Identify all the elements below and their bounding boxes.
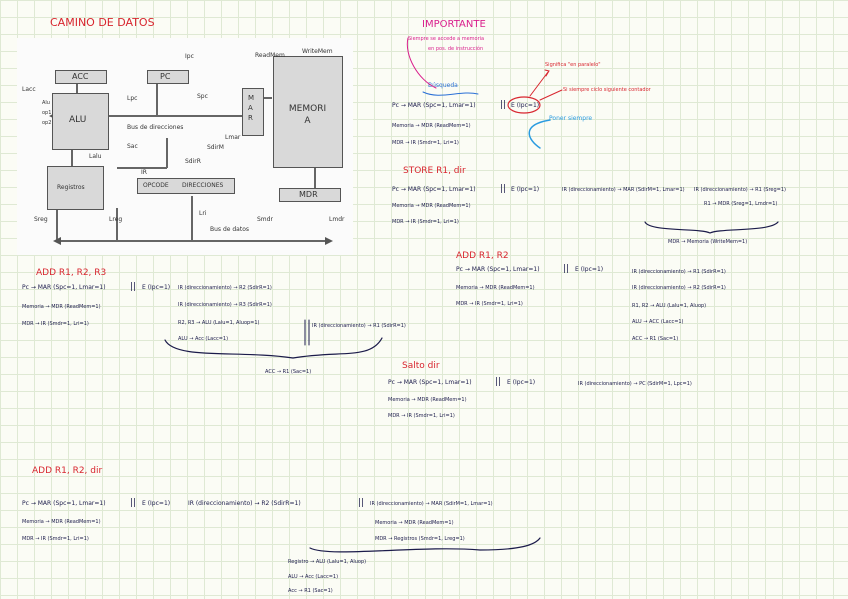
parallel-circle-mark [508, 97, 540, 113]
blue-underline [423, 92, 478, 95]
add3-brace [165, 338, 382, 358]
add3-parallel-bars [305, 320, 309, 345]
red-arrow-right [540, 90, 562, 100]
blue-stroke [529, 120, 550, 148]
magenta-bracket [407, 38, 436, 88]
store-brace [645, 222, 778, 233]
adddir-curve [310, 538, 540, 552]
red-arrow-up [530, 72, 548, 96]
